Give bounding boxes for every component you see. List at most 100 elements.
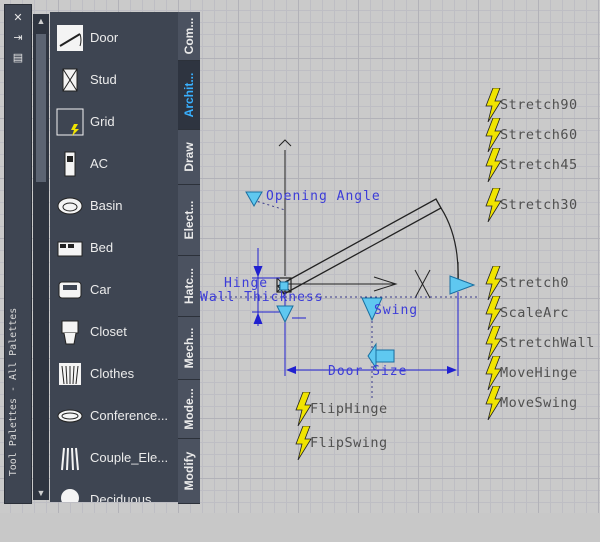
flip-grip-arrow xyxy=(367,342,377,370)
tool-item-ac[interactable]: AC xyxy=(50,144,178,184)
door-icon xyxy=(57,25,83,51)
tab-draw[interactable]: Draw xyxy=(178,130,200,185)
lightning-bolt-icon xyxy=(485,118,502,152)
hinge-label[interactable]: Hinge xyxy=(224,276,269,291)
block-editor-drawing xyxy=(200,139,480,400)
basin-icon xyxy=(57,197,83,215)
y-axis-arrow xyxy=(278,139,292,147)
lightning-bolt-icon xyxy=(485,296,502,330)
tool-palette: ✕ ⇥ ▤ Tool Palettes - All Palettes ▲ ▼ D… xyxy=(0,0,200,504)
lightning-bolt-icon xyxy=(485,386,502,420)
car-icon xyxy=(58,281,82,299)
tab-mode[interactable]: Mode... xyxy=(178,380,200,439)
x-axis-cross-2 xyxy=(414,269,431,299)
opening-angle-dotted xyxy=(252,199,286,211)
tab-label: Elect... xyxy=(182,200,196,240)
action-fliphinge[interactable]: FlipHinge xyxy=(294,392,388,426)
tab-label: Draw xyxy=(182,142,196,172)
tool-item-door[interactable]: Door xyxy=(50,18,178,58)
close-icon[interactable]: ✕ xyxy=(13,12,23,24)
action-label: Stretch60 xyxy=(500,127,578,143)
tab-label: Com... xyxy=(182,17,196,55)
grid-icon xyxy=(56,108,84,136)
tab-label: Archit... xyxy=(182,72,196,118)
autohide-icon[interactable]: ⇥ xyxy=(13,32,23,44)
scroll-up-icon[interactable]: ▲ xyxy=(36,16,46,26)
action-scalearc[interactable]: ScaleArc xyxy=(484,296,569,330)
door-size-label[interactable]: Door Size xyxy=(328,364,408,379)
action-label: ScaleArc xyxy=(500,305,570,321)
tool-item-closet[interactable]: Closet xyxy=(50,312,178,352)
properties-menu-icon[interactable]: ▤ xyxy=(12,52,24,64)
tool-item-bed[interactable]: Bed xyxy=(50,228,178,268)
wall-thickness-label[interactable]: Wall Thickness xyxy=(200,290,324,305)
tool-item-deciduous[interactable]: Deciduous... xyxy=(50,480,178,502)
hinge-arrow-down xyxy=(253,265,263,278)
action-moveswing[interactable]: MoveSwing xyxy=(484,386,578,420)
tab-archit[interactable]: Archit... xyxy=(178,61,200,130)
tool-item-basin[interactable]: Basin xyxy=(50,186,178,226)
tool-item-label: AC xyxy=(90,156,109,171)
tool-item-label: Closet xyxy=(90,324,127,339)
swing-label[interactable]: Swing xyxy=(374,303,419,318)
tool-item-label: Car xyxy=(90,282,111,297)
action-label: Stretch90 xyxy=(500,97,578,113)
tool-item-label: Deciduous... xyxy=(90,492,163,502)
tab-label: Mech... xyxy=(182,327,196,369)
lightning-bolt-icon xyxy=(485,356,502,390)
action-flipswing[interactable]: FlipSwing xyxy=(294,426,388,460)
tab-label: Hatc... xyxy=(182,267,196,305)
action-label: StretchWall xyxy=(500,335,595,351)
tool-item-grid[interactable]: Grid xyxy=(50,102,178,142)
action-stretch30[interactable]: Stretch30 xyxy=(484,188,578,222)
door-leaf xyxy=(277,198,442,295)
tool-item-clothes[interactable]: Clothes xyxy=(50,354,178,394)
action-stretch90[interactable]: Stretch90 xyxy=(484,88,578,122)
tree-icon xyxy=(61,489,79,502)
hinge-box xyxy=(276,277,292,293)
lightning-bolt-icon xyxy=(295,392,312,426)
hinge-grip xyxy=(279,281,289,291)
tab-hatc[interactable]: Hatc... xyxy=(178,256,200,317)
tab-elect[interactable]: Elect... xyxy=(178,185,200,256)
opening-angle-label[interactable]: Opening Angle xyxy=(266,189,381,204)
ac-icon xyxy=(64,151,76,177)
action-label: FlipSwing xyxy=(310,435,388,451)
lightning-bolt-icon xyxy=(485,88,502,122)
tool-item-label: Basin xyxy=(90,198,123,213)
closet-icon xyxy=(61,320,79,345)
action-label: MoveSwing xyxy=(500,395,578,411)
tab-modify[interactable]: Modify xyxy=(178,439,200,504)
action-label: MoveHinge xyxy=(500,365,578,381)
opening-angle-grip xyxy=(245,191,263,208)
tool-item-label: Clothes xyxy=(90,366,135,381)
action-movehinge[interactable]: MoveHinge xyxy=(484,356,578,390)
tab-com[interactable]: Com... xyxy=(178,12,200,61)
tool-item-car[interactable]: Car xyxy=(50,270,178,310)
action-stretch45[interactable]: Stretch45 xyxy=(484,148,578,182)
tool-item-conference[interactable]: Conference... xyxy=(50,396,178,436)
conference-icon xyxy=(57,409,83,423)
wall-thickness-grip xyxy=(276,305,294,324)
lightning-bolt-icon xyxy=(485,148,502,182)
action-stretch60[interactable]: Stretch60 xyxy=(484,118,578,152)
action-stretchwall[interactable]: StretchWall xyxy=(484,326,595,360)
tab-label: Modify xyxy=(182,451,196,491)
flip-grip-body xyxy=(375,349,395,363)
tab-label: Mode... xyxy=(182,388,196,430)
action-stretch0[interactable]: Stretch0 xyxy=(484,266,569,300)
palette-title-bar: ✕ ⇥ ▤ Tool Palettes - All Palettes xyxy=(4,4,32,504)
tab-mech[interactable]: Mech... xyxy=(178,317,200,380)
tool-item-label: Stud xyxy=(90,72,117,87)
couple-elevation-icon xyxy=(61,447,79,471)
tool-item-couple-ele[interactable]: Couple_Ele... xyxy=(50,438,178,478)
lightning-bolt-icon xyxy=(485,188,502,222)
scroll-down-icon[interactable]: ▼ xyxy=(36,488,46,498)
scroll-thumb[interactable] xyxy=(36,34,46,182)
palette-scrollbar[interactable]: ▲ ▼ xyxy=(33,14,49,500)
action-label: Stretch0 xyxy=(500,275,570,291)
tool-item-stud[interactable]: Stud xyxy=(50,60,178,100)
stud-icon xyxy=(57,67,83,93)
